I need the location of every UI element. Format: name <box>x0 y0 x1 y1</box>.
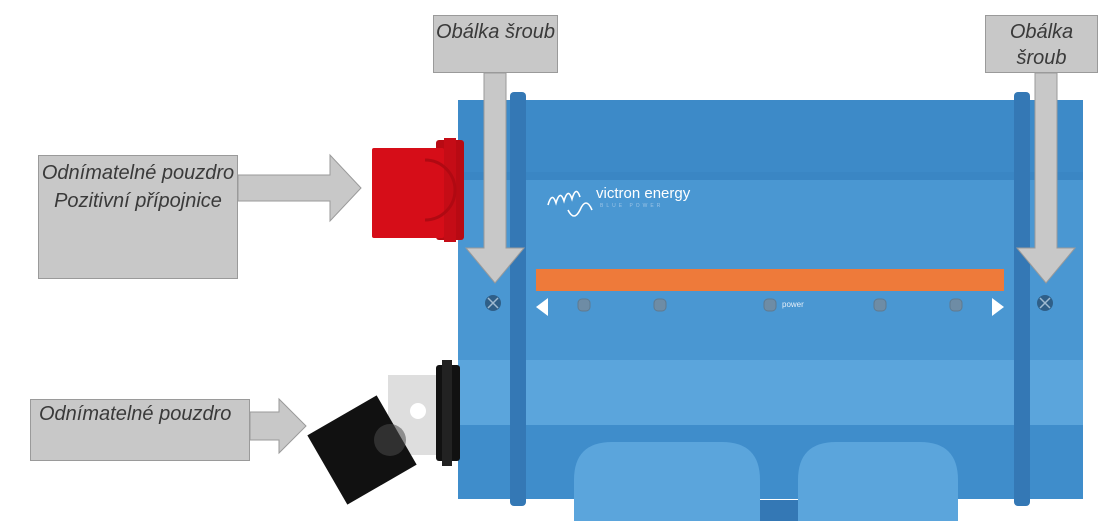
callout-screw-left-text: Obálka šroub <box>436 21 555 43</box>
led-4 <box>873 298 887 312</box>
screw-icon <box>1037 295 1053 311</box>
callout-positive-busbar: Odnímatelné pouzdro Pozitivní přípojnice <box>38 155 238 279</box>
negative-cap <box>307 395 417 505</box>
positive-busbar-cap <box>372 138 464 242</box>
triangle-left-icon <box>536 298 548 316</box>
callout-screw-right-text: Obálka šroub <box>1009 21 1074 69</box>
callout-negative-busbar: Odnímatelné pouzdro <box>30 399 250 461</box>
brand-tagline: BLUE POWER <box>600 203 664 209</box>
callout-screw-left: Obálka šroub <box>433 15 558 73</box>
negative-busbar <box>307 360 460 505</box>
arrow-down-icon <box>1015 72 1077 284</box>
led-5 <box>949 298 963 312</box>
callout-positive-busbar-text: Odnímatelné pouzdro Pozitivní přípojnice <box>41 162 235 212</box>
enclosure <box>458 92 1083 521</box>
led-row <box>577 298 963 312</box>
status-bar <box>536 269 1004 291</box>
led-1 <box>577 298 591 312</box>
callout-negative-busbar-text: Odnímatelné pouzdro <box>39 403 232 425</box>
arrow-right-icon <box>237 153 362 223</box>
arrow-right-icon <box>249 397 307 455</box>
foot-left <box>574 442 760 521</box>
left-rail <box>510 92 526 506</box>
brand-name: victron energy <box>596 185 691 202</box>
foot-right <box>798 442 958 521</box>
screw-icon <box>485 295 501 311</box>
callout-screw-right: Obálka šroub <box>985 15 1098 73</box>
right-rail <box>1014 92 1030 506</box>
led-2 <box>653 298 667 312</box>
triangle-right-icon <box>992 298 1004 316</box>
power-led-label: power <box>782 300 804 309</box>
victron-logo-icon <box>547 190 593 217</box>
led-power <box>763 298 777 312</box>
arrow-down-icon <box>464 72 526 284</box>
